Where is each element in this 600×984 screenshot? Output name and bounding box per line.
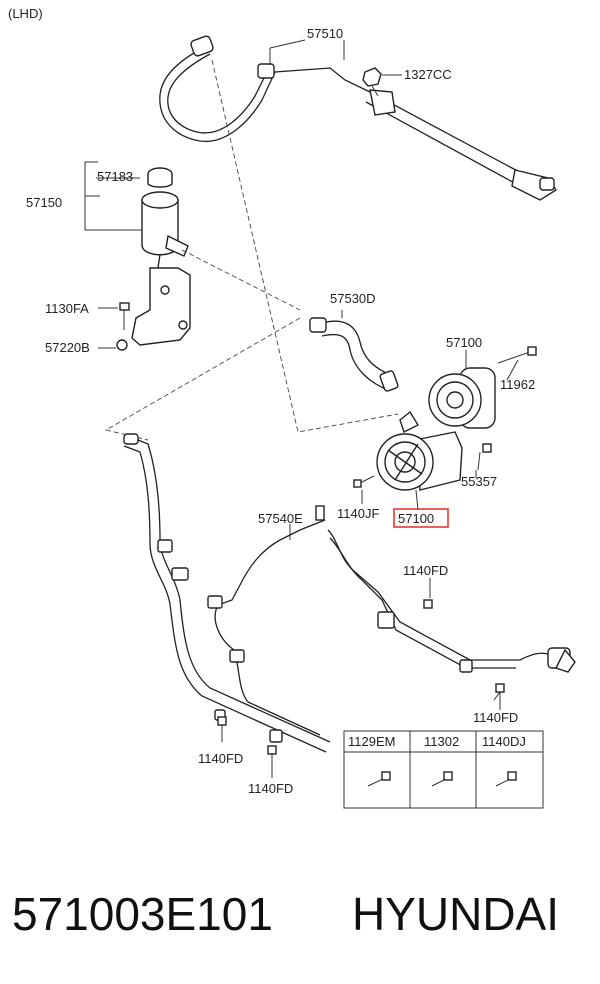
left-hose bbox=[123, 433, 331, 753]
bolt-55357 bbox=[477, 443, 492, 471]
label-57530D: 57530D bbox=[330, 291, 376, 306]
variant-label: (LHD) bbox=[8, 6, 43, 21]
bolt-1327CC bbox=[362, 67, 382, 97]
bolt-1140FD-right-lower bbox=[493, 683, 505, 701]
pump-57100-main bbox=[376, 410, 463, 491]
label-1140FD-c: 1140FD bbox=[198, 751, 243, 766]
bolt-icon-1129EM bbox=[367, 771, 391, 787]
bolt-1130FA bbox=[119, 302, 130, 330]
label-57220B: 57220B bbox=[45, 340, 90, 355]
label-55357: 55357 bbox=[461, 474, 497, 489]
bolt-1140JF bbox=[353, 475, 375, 488]
highlight-box bbox=[393, 508, 449, 528]
label-1140FD-a: 1140FD bbox=[403, 563, 448, 578]
bolt-icon-1140DJ bbox=[495, 771, 517, 787]
suction-hose-57530D bbox=[309, 317, 399, 392]
label-57100-top: 57100 bbox=[446, 335, 482, 350]
bracket-57220B bbox=[116, 267, 191, 351]
label-57100-highlight: 57100 bbox=[398, 511, 434, 526]
bolt-1140FD-right-upper bbox=[423, 599, 433, 609]
brand-name: HYUNDAI bbox=[352, 888, 559, 940]
return-hose-57510 bbox=[159, 35, 557, 201]
label-11962: 11962 bbox=[500, 377, 535, 392]
bolt-1140FD-left bbox=[217, 716, 227, 742]
label-1140JF: 1140JF bbox=[337, 506, 379, 521]
reservoir-57150 bbox=[141, 167, 189, 269]
label-1130FA: 1130FA bbox=[45, 301, 89, 316]
part-number: 571003E101 bbox=[12, 888, 273, 940]
table-header-1129EM: 1129EM bbox=[348, 734, 395, 749]
bolt-1140FD-bottom bbox=[267, 745, 277, 778]
bolt-11962 bbox=[497, 346, 537, 364]
pressure-hose-57540E bbox=[207, 505, 576, 736]
label-57510: 57510 bbox=[307, 26, 343, 41]
bolt-icon-11302 bbox=[431, 771, 453, 787]
label-57150: 57150 bbox=[26, 195, 62, 210]
label-1140FD-d: 1140FD bbox=[248, 781, 293, 796]
table-header-1140DJ: 1140DJ bbox=[482, 734, 526, 749]
label-1327CC: 1327CC bbox=[404, 67, 452, 82]
pump-57100-upper bbox=[428, 367, 496, 429]
table-header-11302: 11302 bbox=[424, 734, 459, 749]
label-1140FD-b: 1140FD bbox=[473, 710, 518, 725]
bolt-table: 1129EM 11302 1140DJ bbox=[343, 730, 544, 809]
label-57183: 57183 bbox=[97, 169, 133, 184]
label-57540E: 57540E bbox=[258, 511, 303, 526]
